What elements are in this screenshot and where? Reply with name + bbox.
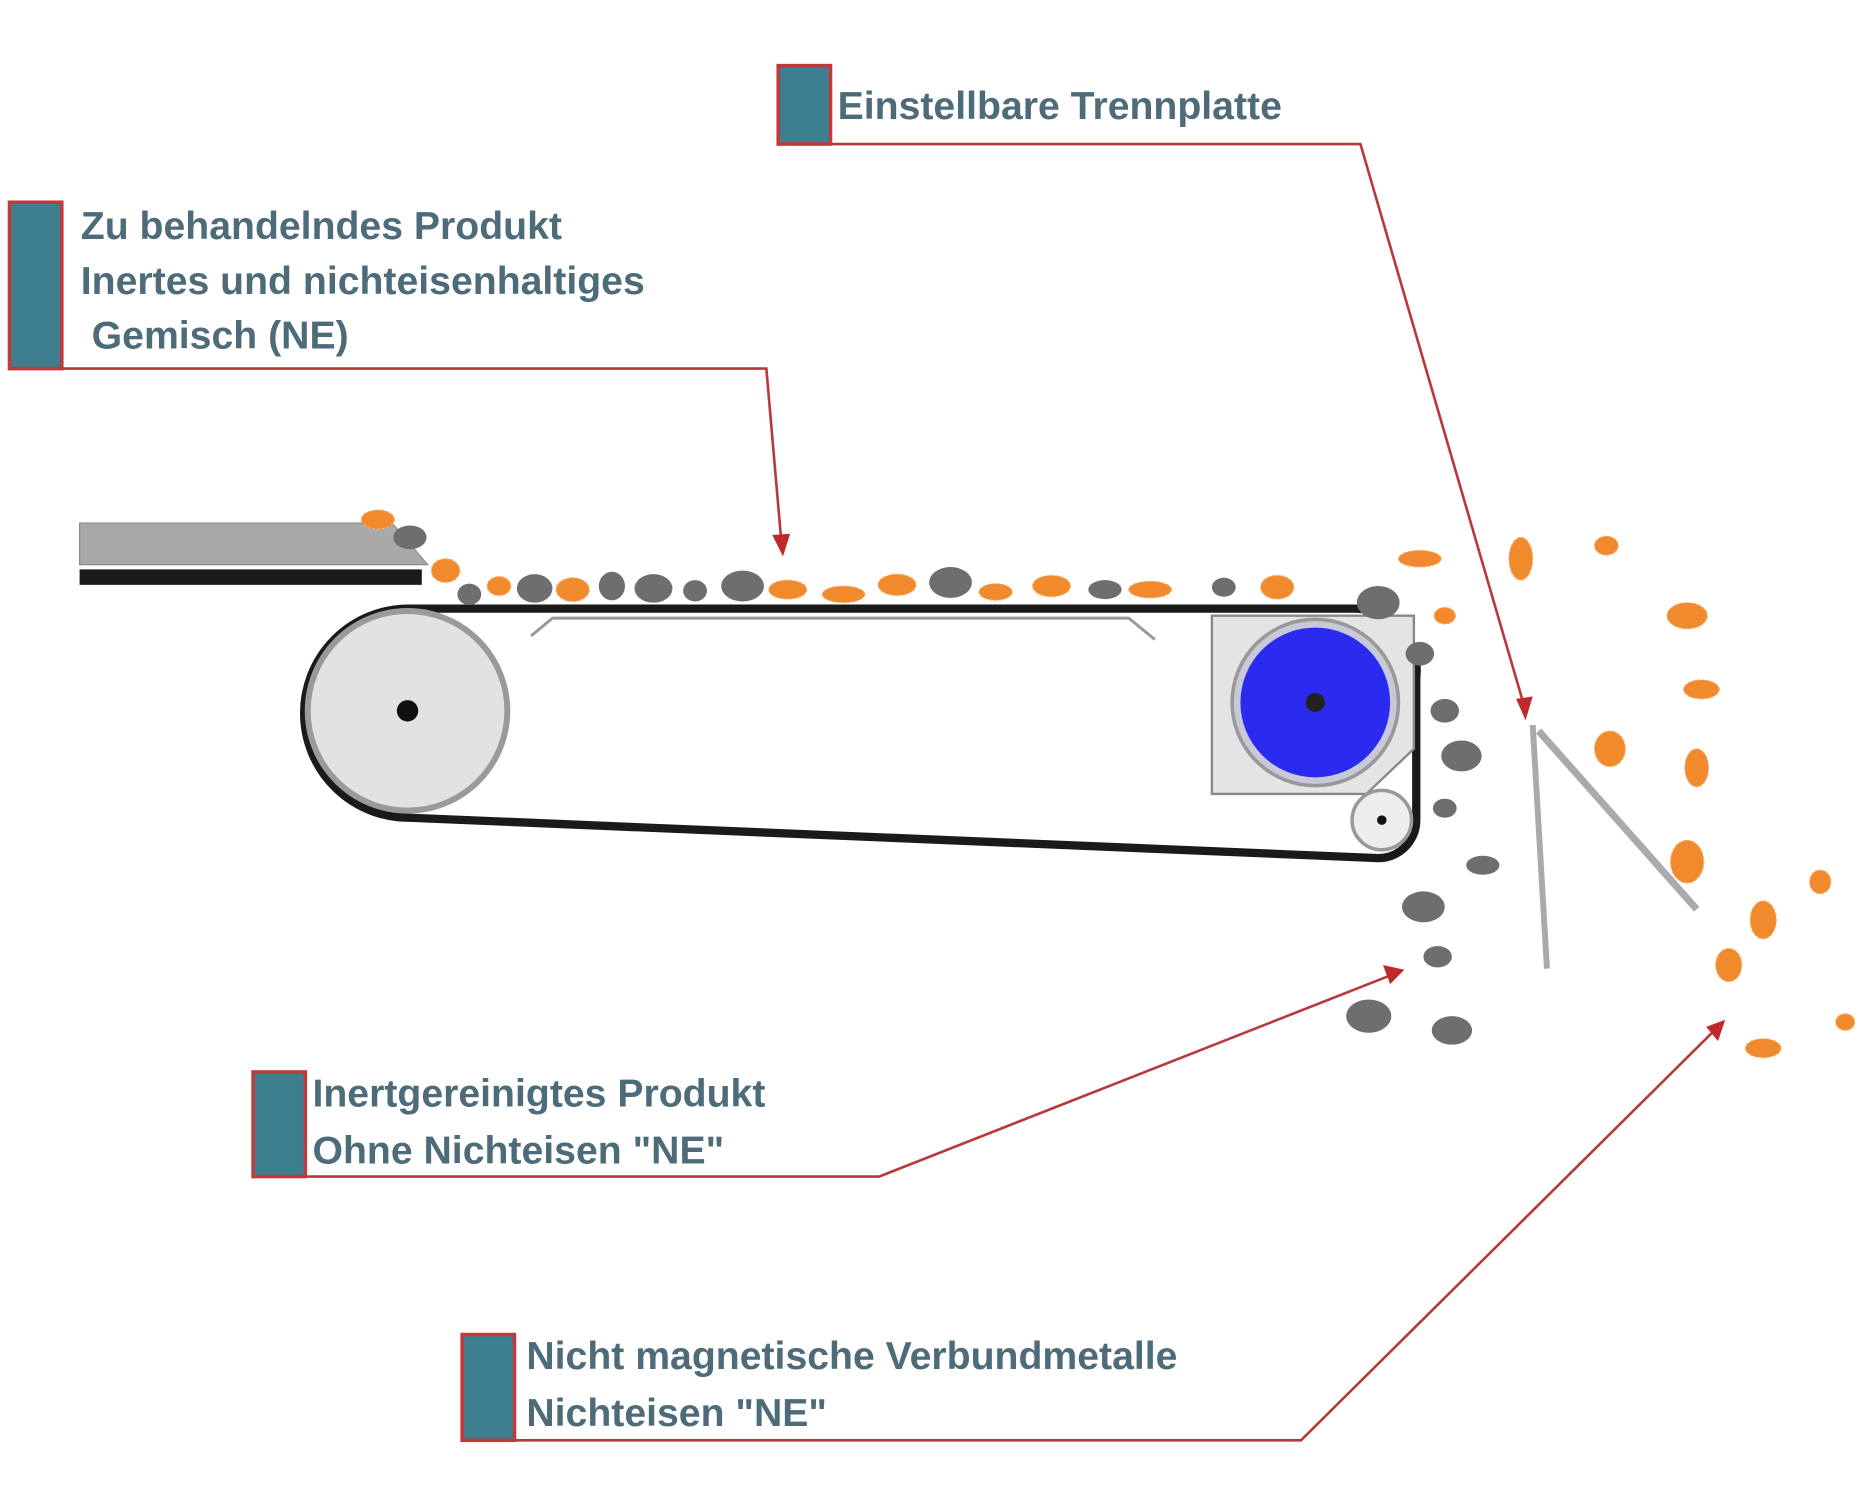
feed-product-label-line: Gemisch (NE) bbox=[81, 314, 349, 357]
nonferrous-particle bbox=[1260, 574, 1295, 600]
inert-particle bbox=[1441, 740, 1482, 772]
inert-particle bbox=[1432, 798, 1457, 818]
inert-particle bbox=[683, 580, 707, 602]
inert-particle bbox=[1423, 946, 1452, 968]
nonferrous-particle bbox=[1715, 947, 1743, 983]
inert-particle bbox=[634, 574, 673, 603]
nonferrous-particle bbox=[1682, 679, 1720, 700]
nonferrous-particle bbox=[486, 575, 512, 597]
inert-particle bbox=[1211, 577, 1236, 597]
inert-particle bbox=[1466, 855, 1500, 875]
idler-pulley bbox=[304, 608, 511, 814]
nonferrous-particle bbox=[821, 585, 866, 604]
nonferrous-particle bbox=[1433, 606, 1457, 625]
nonferrous-label-line: Nicht magnetische Verbundmetalle bbox=[526, 1335, 1177, 1378]
inert-particle bbox=[598, 571, 625, 601]
separator-plate bbox=[1529, 724, 1700, 969]
inert-particle bbox=[393, 525, 427, 550]
inert-particle bbox=[457, 583, 482, 606]
callout-marker bbox=[776, 63, 833, 146]
feed-product-label-line: Zu behandelndes Produkt bbox=[81, 205, 562, 248]
nonferrous-particle bbox=[360, 509, 396, 530]
callout-nonferrous-output: Nicht magnetische Verbundmetalle Nichtei… bbox=[460, 1019, 1726, 1443]
cleaned-product-label-line: Ohne Nichteisen "NE" bbox=[312, 1129, 724, 1172]
inert-particle bbox=[1430, 698, 1460, 723]
feed-chute bbox=[79, 522, 430, 585]
nonferrous-particle bbox=[430, 558, 461, 584]
callout-cleaned-product: Inertgereinigtes Produkt Ohne Nichteisen… bbox=[251, 965, 1405, 1179]
nonferrous-particle bbox=[1684, 748, 1710, 788]
material-particles bbox=[360, 509, 1856, 1059]
inert-particle bbox=[721, 570, 764, 602]
nonferrous-particle bbox=[1031, 574, 1072, 598]
nonferrous-particle bbox=[978, 583, 1013, 601]
belt-support-guide bbox=[530, 616, 1156, 641]
nonferrous-particle bbox=[1397, 549, 1442, 568]
eddy-current-rotor bbox=[1210, 614, 1416, 852]
nonferrous-particle bbox=[1128, 580, 1173, 599]
inert-particle bbox=[516, 574, 553, 603]
inert-particle bbox=[1402, 891, 1445, 923]
nonferrous-particle bbox=[1593, 730, 1626, 768]
nonferrous-particle bbox=[555, 577, 590, 603]
inert-particle bbox=[1088, 580, 1122, 600]
nonferrous-particle bbox=[1666, 602, 1708, 630]
callout-marker bbox=[460, 1332, 517, 1443]
nonferrous-particle bbox=[1508, 536, 1534, 581]
nonferrous-particle bbox=[1808, 869, 1832, 895]
nonferrous-particle bbox=[768, 579, 808, 600]
nonferrous-label-line: Nichteisen "NE" bbox=[526, 1392, 827, 1435]
nonferrous-particle bbox=[1593, 535, 1619, 556]
inert-particle bbox=[1346, 999, 1392, 1033]
nonferrous-particle bbox=[1744, 1038, 1782, 1059]
nonferrous-particle bbox=[877, 573, 917, 597]
cleaned-product-label-line: Inertgereinigtes Produkt bbox=[312, 1072, 765, 1115]
callout-marker bbox=[251, 1070, 308, 1179]
nonferrous-particle bbox=[1669, 839, 1705, 884]
inert-particle bbox=[1431, 1016, 1473, 1045]
callout-feed-product: Zu behandelndes Produkt Inertes und nich… bbox=[7, 200, 791, 557]
feed-product-label-line: Inertes und nichteisenhaltiges bbox=[81, 260, 645, 303]
callout-separator-plate: Einstellbare Trennplatte bbox=[776, 63, 1533, 721]
nonferrous-particle bbox=[1835, 1013, 1856, 1031]
inert-particle bbox=[1356, 586, 1400, 620]
separator-plate-label: Einstellbare Trennplatte bbox=[838, 85, 1282, 128]
inert-particle bbox=[1405, 641, 1435, 666]
nonferrous-particle bbox=[1749, 900, 1777, 940]
inert-particle bbox=[929, 567, 972, 598]
callout-marker bbox=[7, 200, 64, 371]
